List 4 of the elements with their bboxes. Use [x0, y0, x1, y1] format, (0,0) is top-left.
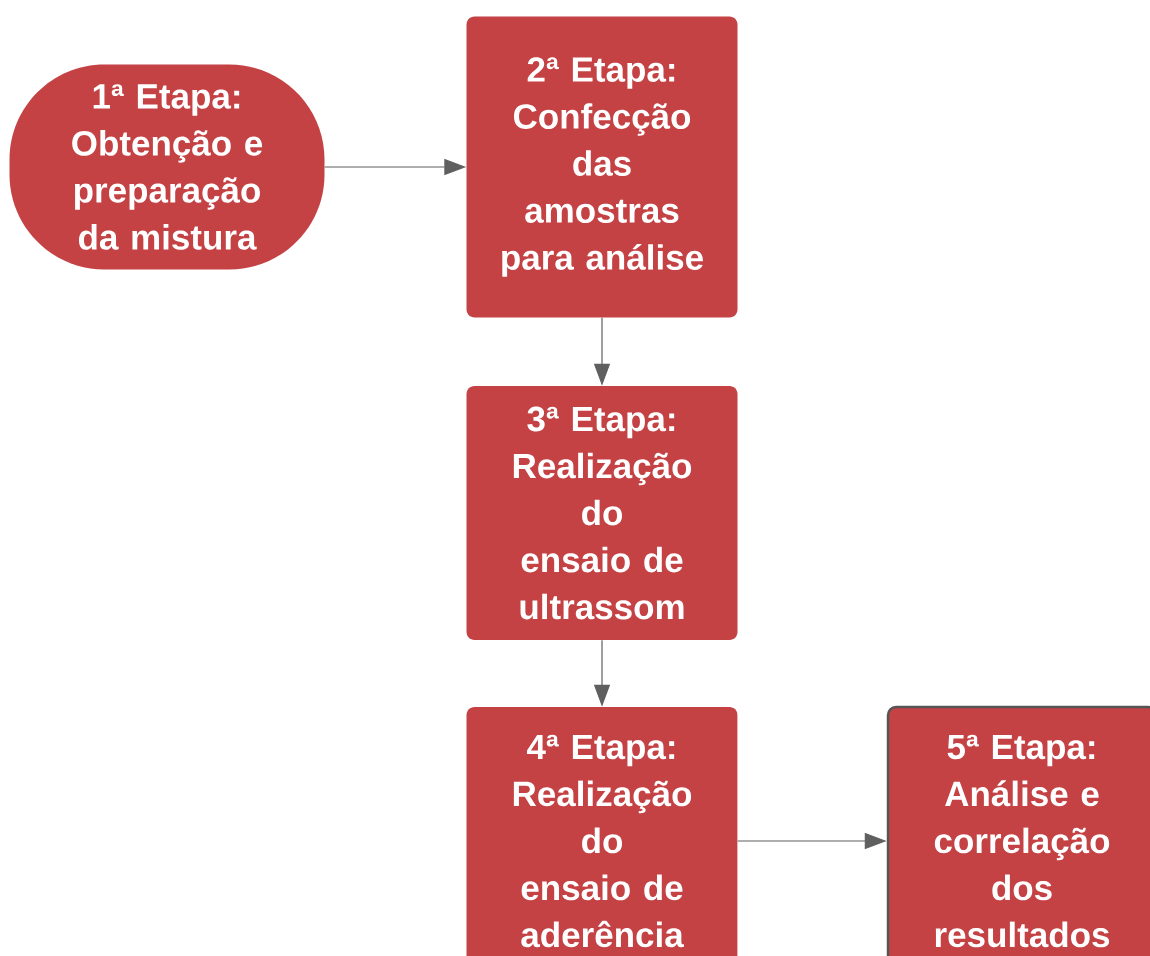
step-box: 4ª Etapa: Realização do ensaio de aderência: [466, 707, 738, 956]
step-box: 2ª Etapa: Confecção das amostras para análise: [466, 16, 738, 318]
step-box: 5ª Etapa: Análise e correlação dos resultados: [886, 705, 1150, 956]
step-box: 3ª Etapa: Realização do ensaio de ultrassom: [466, 386, 738, 640]
